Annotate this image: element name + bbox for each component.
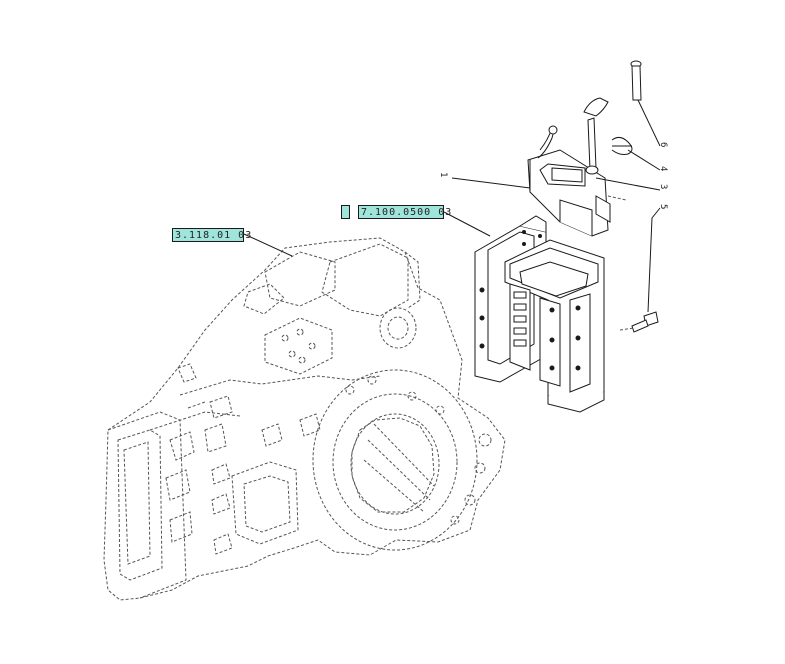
reference-marker-box xyxy=(341,205,350,219)
pin-with-handle xyxy=(583,97,609,175)
reference-label-hitch[interactable]: 7.100.0500 03 xyxy=(358,205,451,219)
callout-6: 6 xyxy=(658,142,668,148)
bolt xyxy=(631,311,659,333)
reference-label-housing[interactable]: 3.118.01 03 xyxy=(172,228,251,242)
callout-1: 1 xyxy=(438,172,448,178)
callout-3: 3 xyxy=(658,184,668,190)
callout-5: 5 xyxy=(658,204,668,210)
hitch-bracket xyxy=(474,215,605,413)
callout-4: 4 xyxy=(658,166,668,172)
leader-lines xyxy=(243,99,661,313)
transmission-housing xyxy=(103,237,506,601)
spring-clip xyxy=(611,136,633,155)
long-pin xyxy=(630,60,642,101)
